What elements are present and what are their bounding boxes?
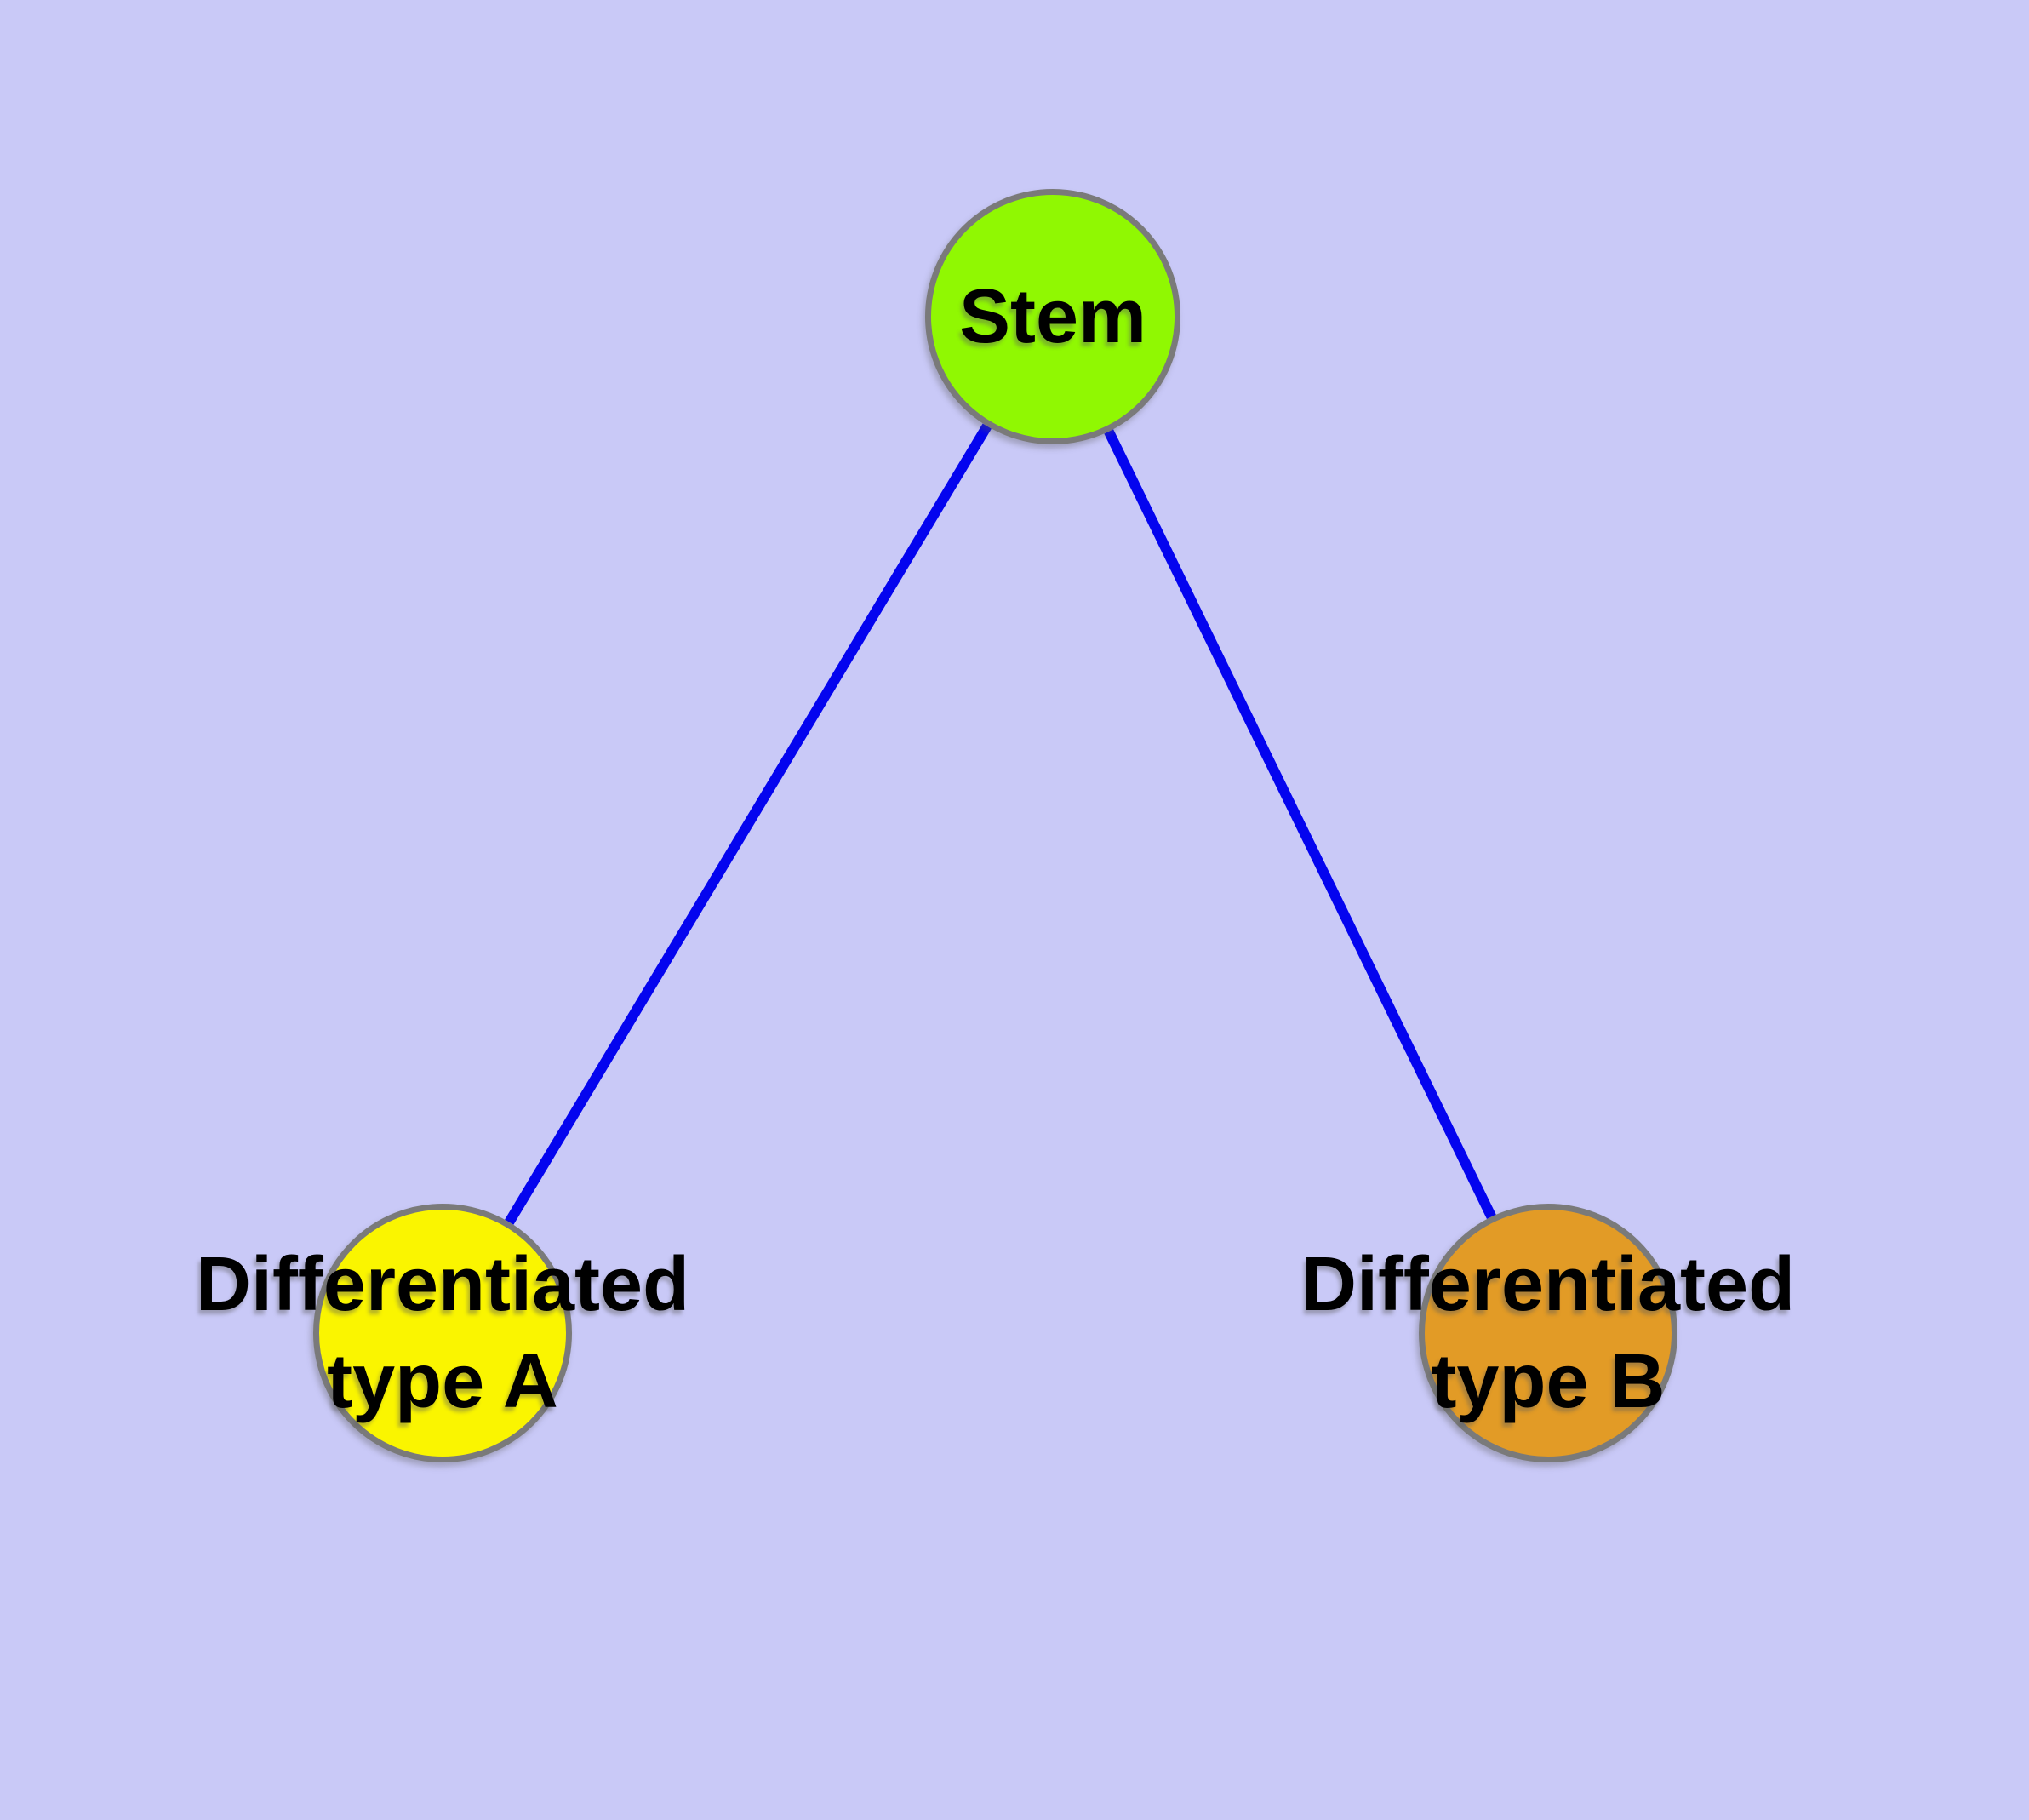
node-differentiated-type-b: Differentiated type B bbox=[1301, 1204, 1795, 1462]
node-differentiated-type-a: Differentiated type A bbox=[196, 1204, 689, 1462]
node-label-line: Stem bbox=[958, 274, 1147, 359]
edge-stem-to-type-a bbox=[505, 423, 992, 1225]
node-differentiated-type-a-label: Differentiated type A bbox=[196, 1236, 689, 1430]
edge-stem-to-type-b bbox=[1104, 429, 1496, 1219]
node-label-line: type A bbox=[327, 1339, 558, 1424]
node-differentiated-type-b-label: Differentiated type B bbox=[1301, 1236, 1795, 1430]
node-stem: Stem bbox=[925, 189, 1180, 444]
node-stem-label: Stem bbox=[959, 268, 1146, 365]
node-label-line: type B bbox=[1431, 1339, 1666, 1424]
node-label-line: Differentiated bbox=[195, 1242, 690, 1327]
node-label-line: Differentiated bbox=[1300, 1242, 1796, 1327]
